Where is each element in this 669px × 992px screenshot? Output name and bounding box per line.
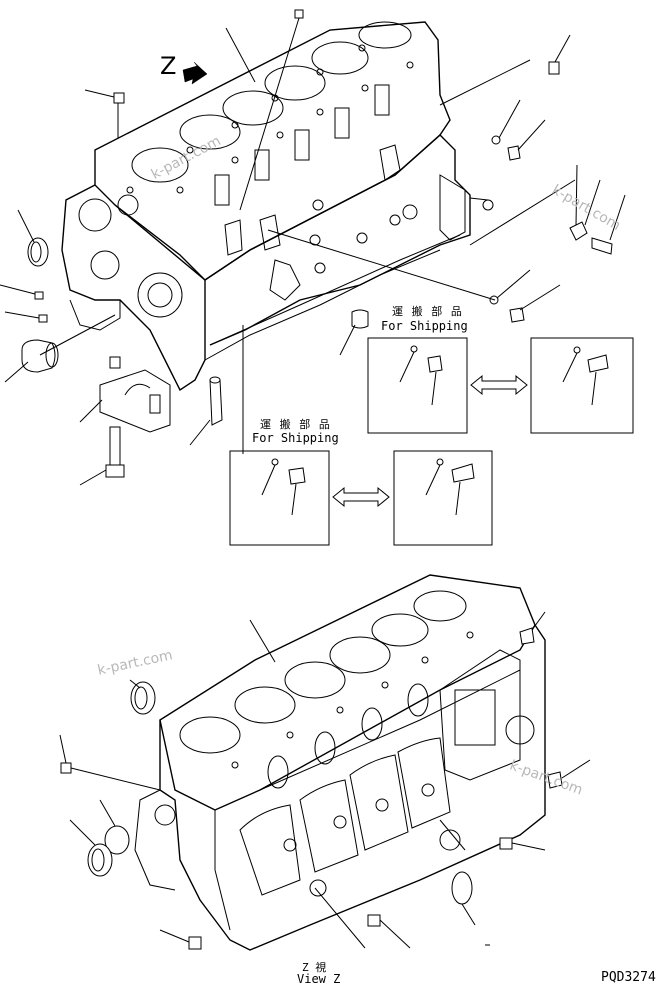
shipping-box-upper-left bbox=[367, 337, 468, 434]
view-caption-en: View Z bbox=[297, 972, 341, 986]
shipping-boxes bbox=[229, 337, 634, 546]
view-marker-z: Z bbox=[160, 52, 177, 80]
lower-leader-lines bbox=[59, 611, 591, 949]
shipping-box-lower-right bbox=[393, 450, 493, 546]
shipping-box-upper-right bbox=[530, 337, 634, 434]
view-caption-jp: Z 視 bbox=[302, 961, 327, 974]
shipping-label-jp-upper: 運 搬 部 品 bbox=[392, 305, 463, 318]
shipping-label-en-upper: For Shipping bbox=[381, 319, 468, 333]
view-z-arrow bbox=[182, 61, 208, 85]
lower-loose-parts bbox=[60, 627, 563, 950]
shipping-label-jp-lower: 運 搬 部 品 bbox=[260, 418, 331, 431]
upper-cylinder-block bbox=[61, 21, 471, 392]
drawing-code: PQD3274 bbox=[601, 970, 656, 985]
lower-cylinder-block bbox=[134, 574, 546, 951]
swap-arrow-lower bbox=[332, 486, 390, 508]
swap-arrow-upper bbox=[470, 374, 528, 396]
upper-leader-lines bbox=[0, 17, 626, 486]
shipping-label-en-lower: For Shipping bbox=[252, 431, 339, 445]
upper-loose-parts bbox=[21, 9, 613, 478]
shipping-box-lower-left bbox=[229, 450, 330, 546]
